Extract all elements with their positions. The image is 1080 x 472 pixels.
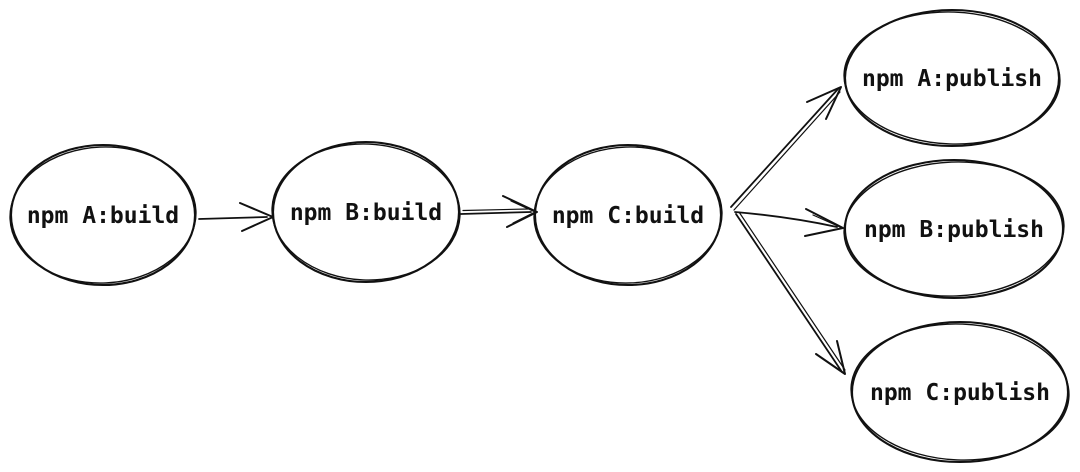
node-ellipse xyxy=(843,8,1061,148)
arrowhead-icon xyxy=(806,86,842,120)
arrow-shaft xyxy=(734,211,838,228)
edge-npm-c-build-to-npm-c-publish xyxy=(735,211,846,375)
node-ellipse-sketch xyxy=(9,146,197,284)
arrow-shaft-sketch xyxy=(738,211,846,371)
node-npm-b-publish: npm B:publish xyxy=(843,158,1065,300)
arrowhead-icon xyxy=(804,208,844,237)
arrow-shaft xyxy=(735,213,843,373)
node-ellipse-sketch xyxy=(850,323,1070,461)
node-label: npm C:build xyxy=(552,203,704,229)
node-npm-c-build: npm C:build xyxy=(533,143,723,287)
node-npm-a-publish: npm A:publish xyxy=(843,8,1061,148)
arrow-shaft xyxy=(198,216,268,220)
node-ellipse xyxy=(843,158,1065,300)
edge-npm-c-build-to-npm-b-publish xyxy=(734,208,844,237)
node-npm-a-build: npm A:build xyxy=(9,143,197,287)
node-ellipse xyxy=(271,140,461,284)
node-ellipse-sketch xyxy=(533,146,723,284)
node-npm-b-build: npm B:build xyxy=(271,140,461,284)
arrow-shaft xyxy=(730,88,839,208)
node-ellipse xyxy=(850,320,1070,464)
node-ellipse xyxy=(533,143,723,287)
node-ellipse-sketch xyxy=(843,161,1065,297)
edge-npm-b-build-to-npm-c-build xyxy=(460,195,538,228)
node-npm-c-publish: npm C:publish xyxy=(850,320,1070,464)
arrow-shaft xyxy=(460,211,532,215)
arrowhead-icon xyxy=(815,340,846,375)
arrow-shaft-sketch xyxy=(462,208,529,212)
node-label: npm B:build xyxy=(290,200,442,226)
node-ellipse-sketch xyxy=(271,143,461,281)
node-label: npm A:build xyxy=(27,203,179,229)
node-label: npm B:publish xyxy=(864,217,1044,243)
arrowhead-sketch xyxy=(812,214,841,228)
node-label: npm C:publish xyxy=(870,380,1050,406)
arrow-shaft-sketch xyxy=(733,91,841,211)
arrowhead-icon xyxy=(502,195,538,228)
node-label: npm A:publish xyxy=(862,66,1042,92)
node-ellipse xyxy=(9,143,197,287)
edge-npm-c-build-to-npm-a-publish xyxy=(730,86,842,211)
node-ellipse-sketch xyxy=(843,11,1061,145)
edge-npm-a-build-to-npm-b-build xyxy=(198,202,274,232)
